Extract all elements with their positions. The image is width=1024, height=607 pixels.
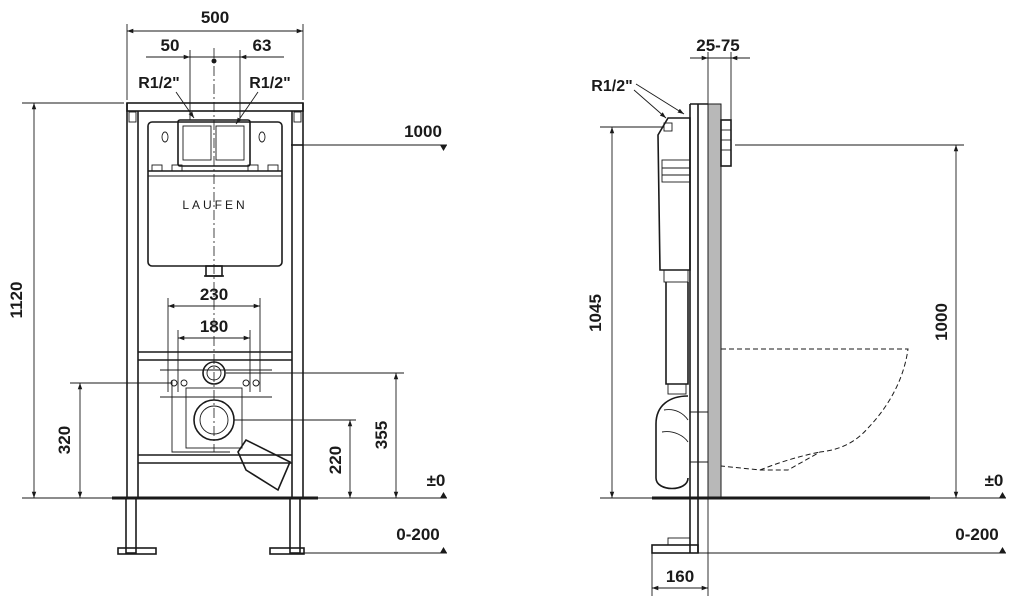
front-center-point bbox=[211, 58, 217, 64]
dim-220 bbox=[234, 419, 356, 498]
foot-range-side bbox=[698, 547, 1006, 554]
zero-level-front-label: ±0 bbox=[427, 471, 446, 490]
cistern bbox=[147, 119, 283, 277]
foot-range-side-label: 0-200 bbox=[955, 525, 998, 544]
foot-range-front bbox=[300, 547, 447, 554]
toilet-outline bbox=[720, 348, 909, 471]
dim-160-label: 160 bbox=[666, 567, 694, 586]
brand-label: LAUFEN bbox=[182, 198, 247, 212]
zero-level-side bbox=[930, 492, 1006, 499]
side-view: 25-75 R1/2" 1045 1000 ±0 0-200 bbox=[586, 36, 1006, 596]
thread-side-leader-2 bbox=[635, 83, 685, 115]
dim-1045 bbox=[600, 126, 664, 499]
dim-1000-side-label: 1000 bbox=[932, 303, 951, 341]
side-flush-pipe bbox=[655, 282, 708, 490]
front-frame bbox=[117, 102, 305, 555]
dim-1120 bbox=[22, 102, 124, 499]
foot-range-front-label: 0-200 bbox=[396, 525, 439, 544]
dim-50-label: 50 bbox=[161, 36, 180, 55]
dim-500-label: 500 bbox=[201, 8, 229, 27]
dim-1000-side bbox=[735, 144, 964, 498]
dim-320-label: 320 bbox=[55, 426, 74, 454]
zero-level-side-label: ±0 bbox=[985, 471, 1004, 490]
thread-left-label: R1/2" bbox=[138, 75, 179, 92]
dim-180-label: 180 bbox=[200, 317, 228, 336]
thread-left-leader bbox=[175, 91, 195, 119]
dim-25-75-label: 25-75 bbox=[696, 36, 739, 55]
dim-320 bbox=[70, 382, 172, 498]
wall bbox=[707, 103, 722, 499]
front-view: LAUFEN 500 bbox=[7, 8, 447, 555]
dim-220-label: 220 bbox=[326, 446, 345, 474]
level-1000-front-label: 1000 bbox=[404, 122, 442, 141]
dim-355 bbox=[226, 372, 404, 499]
zero-level-front bbox=[404, 492, 447, 499]
thread-side-leader-1 bbox=[633, 89, 667, 119]
dim-63-label: 63 bbox=[253, 36, 272, 55]
dim-355-label: 355 bbox=[372, 421, 391, 449]
dim-50-63 bbox=[146, 50, 284, 120]
dim-1000-front bbox=[291, 144, 447, 151]
dim-160 bbox=[651, 498, 709, 596]
dim-1120-label: 1120 bbox=[7, 282, 26, 319]
dim-1045-label: 1045 bbox=[586, 294, 605, 332]
thread-right-label: R1/2" bbox=[249, 75, 290, 92]
dim-230-180 bbox=[167, 298, 261, 392]
flush-pipe bbox=[160, 361, 292, 492]
toilet-outline-inner bbox=[759, 451, 821, 471]
dim-500 bbox=[126, 24, 304, 100]
dim-25-75 bbox=[690, 52, 750, 120]
thread-right-leader bbox=[235, 91, 259, 125]
thread-side-label: R1/2" bbox=[591, 78, 632, 95]
side-cistern bbox=[657, 117, 732, 283]
dim-230-label: 230 bbox=[200, 285, 228, 304]
